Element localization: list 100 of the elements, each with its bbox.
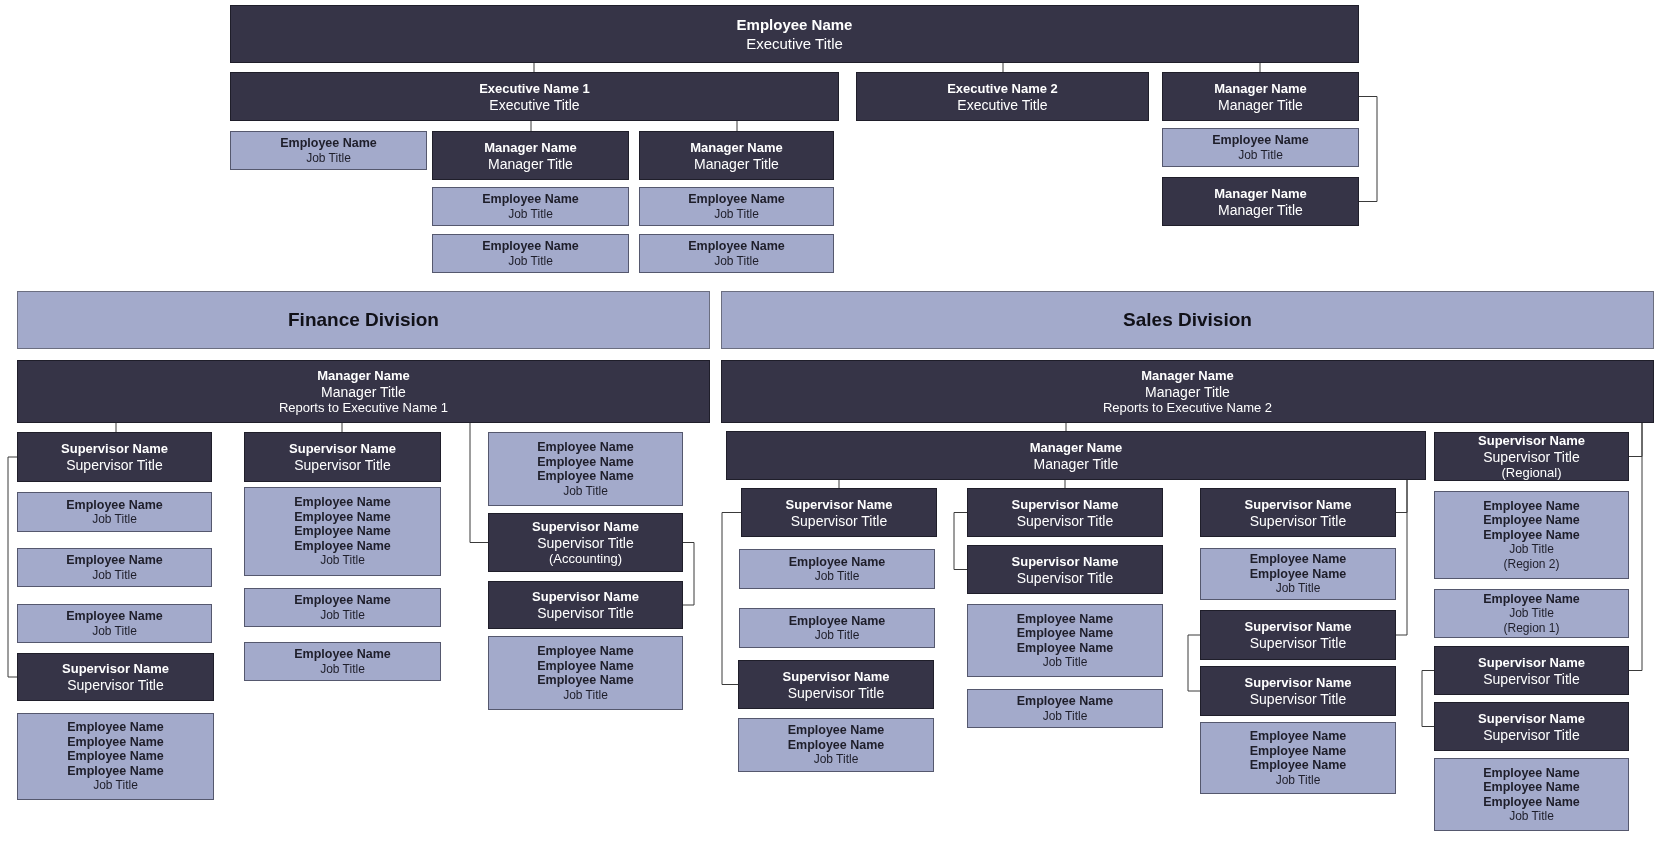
- title-text: Manager Title: [1218, 201, 1303, 218]
- position-card: [17, 432, 212, 482]
- title-text: Job Title: [92, 512, 137, 527]
- employee-card: [17, 713, 214, 800]
- employee-card: [1162, 128, 1359, 167]
- title-text: Job Title: [1275, 581, 1321, 596]
- name-text: Employee Name: [1249, 743, 1347, 758]
- position-card: [856, 72, 1149, 121]
- title-text: Manager Title: [694, 155, 779, 172]
- name-text: Employee Name: [66, 553, 163, 568]
- name-text: Supervisor Name: [1478, 710, 1585, 727]
- name-text: Supervisor Name: [61, 441, 168, 457]
- name-text: Supervisor Name: [1011, 496, 1119, 513]
- name-text: Employee Name: [482, 192, 579, 207]
- name-text: Employee Name: [1249, 758, 1347, 773]
- employee-card: [967, 604, 1163, 677]
- title-text: Job Title: [714, 253, 759, 268]
- name-text: Employee Name: [1483, 765, 1580, 780]
- title-text: Job Title: [813, 752, 859, 767]
- title-text: Manager Title: [1218, 96, 1303, 113]
- name-text: Employee Name: [1016, 640, 1114, 655]
- name-text: Supervisor Name: [1478, 654, 1585, 671]
- name-text: Manager Name: [1214, 185, 1307, 202]
- name-text: Employee Name: [688, 192, 785, 207]
- title-text: Supervisor Title: [67, 677, 164, 693]
- title-text: Job Title: [320, 607, 365, 622]
- connector-line: [1259, 62, 1261, 73]
- connector-line: [533, 62, 535, 73]
- title-text: Job Title: [92, 567, 137, 582]
- title-text: Job Title: [1042, 708, 1088, 723]
- employee-card: [230, 131, 427, 170]
- title-text: Job Title: [1275, 772, 1321, 787]
- name-text: Supervisor Name: [62, 661, 169, 677]
- name-text: Manager Name: [1141, 367, 1234, 384]
- title-text: Executive Title: [746, 34, 843, 53]
- title-text: Manager Title: [321, 383, 406, 400]
- name-text: Employee Name: [537, 469, 634, 484]
- name-text: Supervisor Name: [1011, 553, 1119, 570]
- employee-card: [1434, 491, 1629, 579]
- name-text: Supervisor Name: [1244, 619, 1352, 635]
- title-text: Job Title: [1238, 147, 1283, 162]
- employee-card: [967, 689, 1163, 728]
- name-text: Employee Name: [1249, 566, 1347, 582]
- name-text: Employee Name: [788, 554, 886, 569]
- name-text: Executive Name 2: [947, 80, 1058, 97]
- connector-line: [1002, 62, 1004, 73]
- position-card: [721, 360, 1654, 423]
- position-card: [1434, 432, 1629, 481]
- division-title: Sales Division: [1123, 309, 1252, 331]
- employee-card: [432, 187, 629, 226]
- title-text: Supervisor Title: [1483, 726, 1580, 743]
- connector-line: [1628, 422, 1643, 671]
- position-card: [726, 431, 1426, 480]
- title-text: Supervisor Title: [66, 457, 163, 473]
- name-text: Employee Name: [1483, 591, 1580, 607]
- name-text: Employee Name: [1249, 552, 1347, 567]
- employee-card: [17, 492, 212, 532]
- connector-line: [1358, 96, 1378, 202]
- employee-card: [739, 608, 935, 648]
- connector-line: [7, 456, 18, 678]
- employee-card: [488, 432, 683, 506]
- division-banner: [721, 291, 1654, 349]
- connector-line: [838, 479, 840, 489]
- title-text: Job Title: [814, 628, 860, 643]
- name-text: Employee Name: [787, 723, 885, 738]
- connector-line: [721, 512, 742, 685]
- employee-card: [1434, 758, 1629, 831]
- position-card: [1200, 488, 1396, 537]
- name-text: Employee Name: [294, 538, 391, 554]
- name-text: Supervisor Name: [289, 441, 396, 457]
- title-text: Executive Title: [957, 96, 1048, 113]
- title-text: Job Title: [563, 483, 608, 498]
- name-text: Employee Name: [294, 524, 391, 539]
- position-card: [967, 545, 1163, 594]
- name-text: Executive Name 1: [479, 80, 590, 97]
- title-text: (Accounting): [549, 550, 622, 567]
- title-text: (Region 2): [1503, 556, 1560, 572]
- connector-line: [1421, 670, 1435, 727]
- connector-line: [1395, 479, 1408, 636]
- title-text: Job Title: [320, 661, 365, 676]
- name-text: Supervisor Name: [532, 589, 639, 605]
- connector-line: [115, 422, 117, 433]
- connector-line: [953, 512, 968, 570]
- name-text: Employee Name: [294, 495, 391, 510]
- title-text: Job Title: [508, 253, 553, 268]
- name-text: Employee Name: [787, 737, 885, 753]
- position-card: [230, 5, 1359, 63]
- position-card: [17, 653, 214, 701]
- position-card: [488, 513, 683, 572]
- title-text: (Regional): [1501, 464, 1562, 481]
- employee-card: [244, 487, 441, 576]
- name-text: Employee Name: [1483, 498, 1580, 514]
- title-text: Supervisor Title: [1016, 512, 1114, 529]
- name-text: Employee Name: [1016, 611, 1114, 626]
- title-text: Supervisor Title: [787, 684, 885, 701]
- position-card: [967, 488, 1163, 537]
- position-card: [1200, 610, 1396, 660]
- name-text: Manager Name: [1214, 80, 1307, 97]
- connector-line: [1065, 422, 1067, 432]
- name-text: Employee Name: [537, 440, 634, 455]
